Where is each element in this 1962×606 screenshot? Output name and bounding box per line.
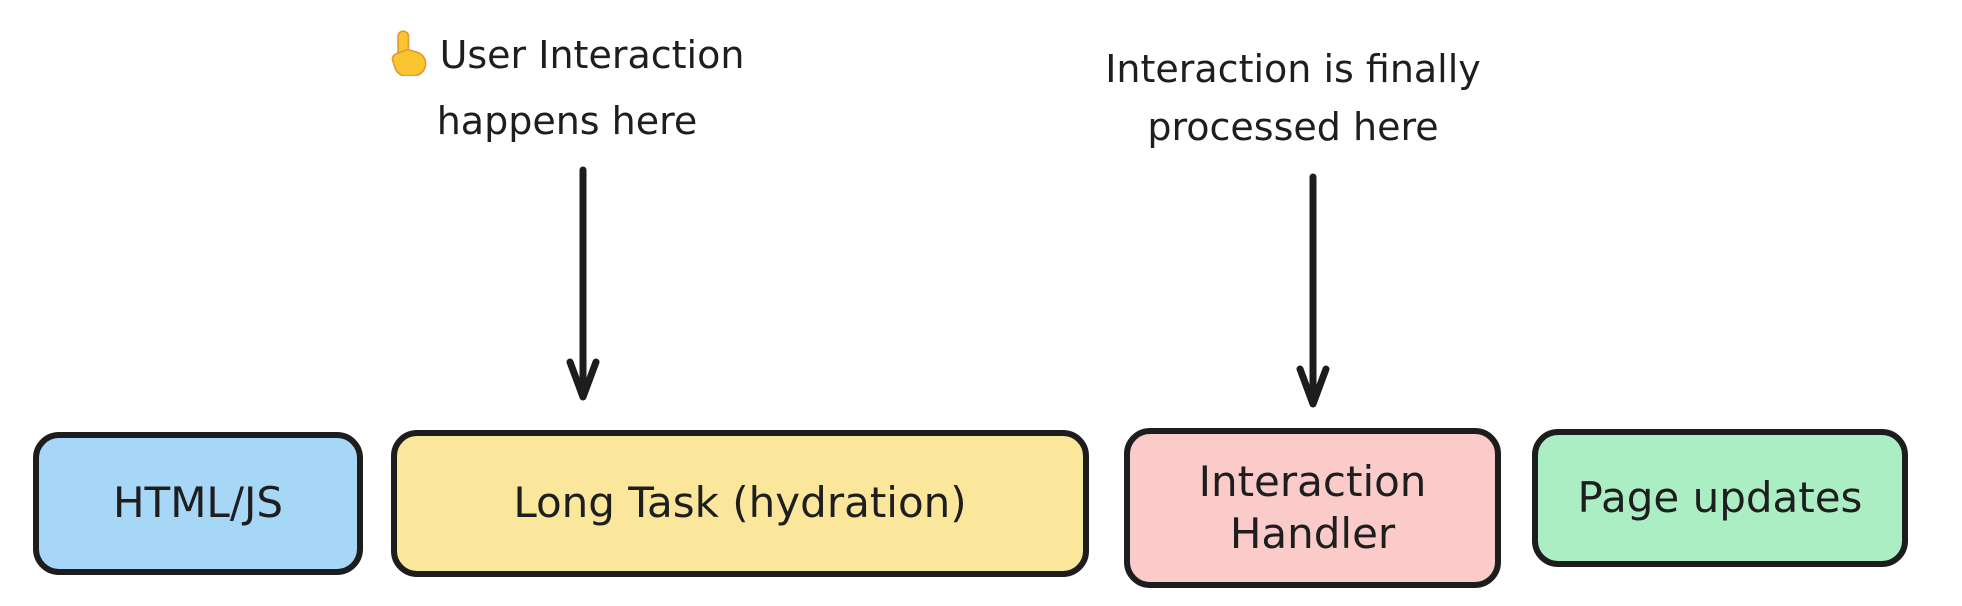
- annotation-user-interaction: User Interaction happens here: [312, 26, 822, 150]
- annotation-text: Interaction is finally: [1105, 47, 1481, 91]
- box-page-updates: Page updates: [1532, 429, 1908, 567]
- arrow-down-to-long-task-icon: [566, 166, 600, 401]
- annotation-text: User Interaction: [439, 33, 745, 77]
- box-html-js: HTML/JS: [33, 432, 363, 575]
- box-label: Page updates: [1577, 472, 1863, 522]
- box-label: HTML/JS: [112, 478, 284, 528]
- annotation-user-interaction-line1: User Interaction: [312, 26, 822, 92]
- annotation-text: happens here: [436, 99, 698, 143]
- box-long-task-hydration: Long Task (hydration): [391, 430, 1089, 577]
- box-interaction-handler: Interaction Handler: [1124, 428, 1501, 588]
- box-label: Long Task (hydration): [513, 478, 967, 528]
- arrow-down-to-interaction-handler-icon: [1296, 173, 1330, 408]
- annotation-interaction-processed: Interaction is finally processed here: [1043, 40, 1543, 156]
- pointing-up-icon: [390, 30, 428, 92]
- box-label: Interaction Handler: [1198, 456, 1427, 559]
- annotation-text: processed here: [1147, 105, 1439, 149]
